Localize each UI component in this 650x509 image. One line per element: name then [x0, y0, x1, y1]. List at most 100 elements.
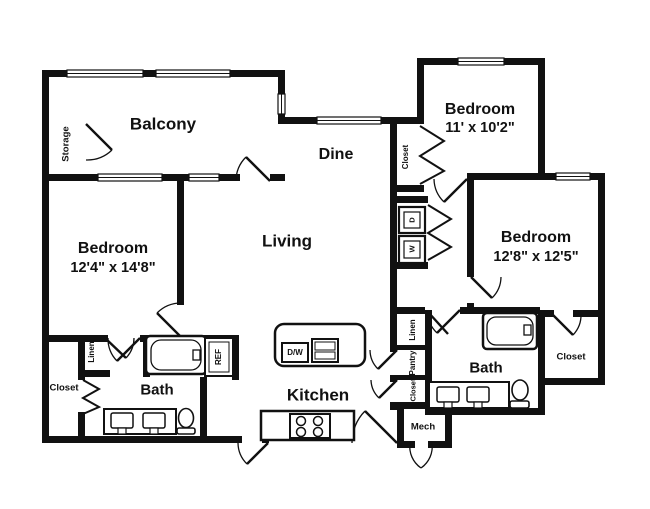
wall	[78, 335, 85, 380]
bathtub-icon	[481, 311, 539, 351]
door-arc	[85, 149, 113, 161]
wall	[390, 117, 397, 314]
wall	[425, 408, 545, 415]
wall	[417, 58, 424, 124]
wall	[390, 185, 424, 192]
washer-icon	[397, 234, 427, 265]
door-arc	[426, 309, 438, 334]
bath-left-label: Bath	[140, 381, 174, 399]
wall	[428, 441, 452, 448]
wall	[270, 174, 285, 181]
wall	[397, 375, 425, 380]
bedroom-top-label: Bedroom	[444, 101, 516, 118]
wall	[538, 310, 545, 415]
bedroom-right-label: Bedroom	[500, 229, 572, 246]
door-arc	[491, 276, 502, 299]
linen-right-label: Linen	[408, 319, 417, 341]
wall	[467, 173, 605, 180]
wall	[460, 307, 540, 314]
wall	[538, 58, 545, 180]
bathtub-icon	[144, 334, 208, 376]
door-arc	[156, 302, 182, 314]
door-leaf	[470, 276, 493, 299]
living-label: Living	[261, 231, 313, 251]
wall	[538, 310, 554, 317]
balcony-label: Balcony	[129, 114, 197, 134]
door-arc	[370, 379, 380, 399]
dine-label: Dine	[318, 146, 354, 163]
wall	[390, 196, 428, 203]
bifold-door	[426, 204, 453, 261]
wall	[200, 377, 207, 439]
door-leaf	[156, 312, 182, 338]
door-arc	[237, 442, 248, 465]
wall	[42, 335, 108, 342]
door-arc	[420, 442, 433, 469]
door-arc	[235, 156, 247, 182]
refrigerator-icon	[204, 337, 234, 377]
bath-right-label: Bath	[469, 359, 503, 377]
wall	[397, 307, 425, 314]
door-leaf	[436, 309, 461, 334]
kitchen-label: Kitchen	[286, 385, 350, 405]
bedroom-right-size: 12'8" x 12'5"	[493, 248, 579, 265]
door-leaf	[104, 337, 127, 359]
kitchen-island-icon	[273, 322, 367, 368]
linen-left-label: Linen	[87, 341, 96, 363]
door-leaf	[443, 178, 468, 203]
wall	[42, 70, 49, 443]
door-leaf	[246, 442, 269, 465]
door-leaf	[116, 337, 141, 362]
storage-label: Storage	[60, 126, 72, 162]
door-arc	[572, 313, 582, 336]
bedroom-left-label: Bedroom	[77, 240, 149, 257]
wall	[538, 378, 605, 385]
washer-label: W	[407, 245, 417, 253]
wall	[42, 436, 242, 443]
wall	[445, 404, 452, 448]
bedroom-top-size: 11' x 10'2"	[445, 119, 515, 136]
bifold-door	[418, 125, 446, 185]
wall	[598, 173, 605, 385]
wall	[177, 174, 184, 305]
bedroom-left-size: 12'4" x 14'8"	[70, 259, 156, 276]
closet-hall-label: Closet	[401, 144, 410, 170]
wall	[425, 310, 432, 415]
bifold-door	[80, 379, 102, 415]
pantry-label: Pantry	[408, 350, 417, 376]
dryer-icon	[397, 205, 427, 235]
dishwasher-label: D/W	[287, 348, 303, 357]
wall	[390, 375, 397, 382]
wall	[397, 345, 425, 350]
wall	[397, 404, 404, 448]
door-arc	[369, 349, 379, 370]
wall	[390, 307, 397, 352]
wall	[78, 370, 110, 377]
wall	[397, 441, 415, 448]
wall	[390, 262, 428, 269]
door-leaf	[245, 156, 271, 182]
closet-kitchen-label: Closet	[408, 378, 418, 402]
closet-bedroom-right-label: Closet	[556, 351, 586, 363]
wall	[573, 310, 605, 317]
door-leaf	[377, 349, 398, 370]
wall	[232, 335, 239, 380]
double-vanity-icon	[428, 381, 510, 409]
door-arc	[409, 442, 422, 469]
double-vanity-icon	[103, 408, 177, 435]
wall	[390, 402, 397, 410]
refrigerator-label: REF	[214, 349, 223, 365]
door-leaf	[364, 410, 398, 444]
wall	[78, 412, 85, 438]
closet-left-label: Closet	[49, 382, 79, 394]
wall	[397, 402, 425, 409]
stove-icon	[259, 409, 356, 442]
door-leaf	[85, 123, 113, 151]
door-arc	[433, 178, 445, 203]
door-leaf	[551, 313, 574, 336]
door-leaf	[378, 379, 398, 399]
mech-label: Mech	[410, 421, 436, 433]
door-leaf	[427, 311, 449, 335]
